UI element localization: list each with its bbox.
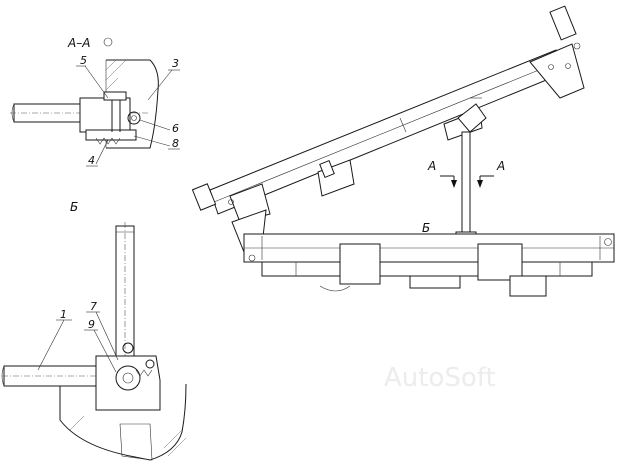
clamp-plate xyxy=(85,129,137,141)
callout-8: 8 xyxy=(172,137,179,150)
rotation-symbol-icon xyxy=(103,37,113,47)
hook xyxy=(319,285,351,292)
spring-b xyxy=(135,369,153,377)
lower-block xyxy=(119,423,153,461)
frame-block-right xyxy=(477,243,523,281)
callout-7: 7 xyxy=(90,300,97,313)
housing-outline xyxy=(106,59,159,149)
lower-housing xyxy=(59,383,187,461)
section-a-a: А–А 5 3 6 xyxy=(10,36,180,167)
rod-head xyxy=(457,103,487,133)
lower-hatching xyxy=(69,415,187,457)
bolt xyxy=(122,342,134,354)
callout-3: 3 xyxy=(172,57,179,70)
section-marks: А А xyxy=(427,159,505,188)
pivot-pin xyxy=(127,111,141,125)
section-mark-a-left: А xyxy=(427,159,436,173)
bolt-head xyxy=(103,91,127,101)
callout-4: 4 xyxy=(88,154,95,167)
callout-9: 9 xyxy=(88,318,95,331)
bracket xyxy=(79,97,131,133)
beam-end-right xyxy=(529,5,585,99)
section-mark-a-right: А xyxy=(496,159,505,173)
section-a-a-title: А–А xyxy=(67,36,90,50)
view-b-mark: Б xyxy=(422,221,430,235)
pivot-joint xyxy=(115,365,141,391)
view-b-title: Б xyxy=(70,200,78,214)
watermark: AutoSoft xyxy=(384,363,496,393)
view-b: Б 1 7 9 xyxy=(1,200,187,461)
support-rod xyxy=(461,131,471,237)
callout-1: 1 xyxy=(60,308,67,321)
frame-rail-lower xyxy=(261,261,593,277)
main-assembly: А А Б xyxy=(191,5,615,297)
spring xyxy=(95,137,121,145)
frame-block-left xyxy=(339,243,381,285)
frame-end-hole xyxy=(604,238,612,246)
callout-5: 5 xyxy=(80,54,87,67)
callout-6: 6 xyxy=(172,122,179,135)
